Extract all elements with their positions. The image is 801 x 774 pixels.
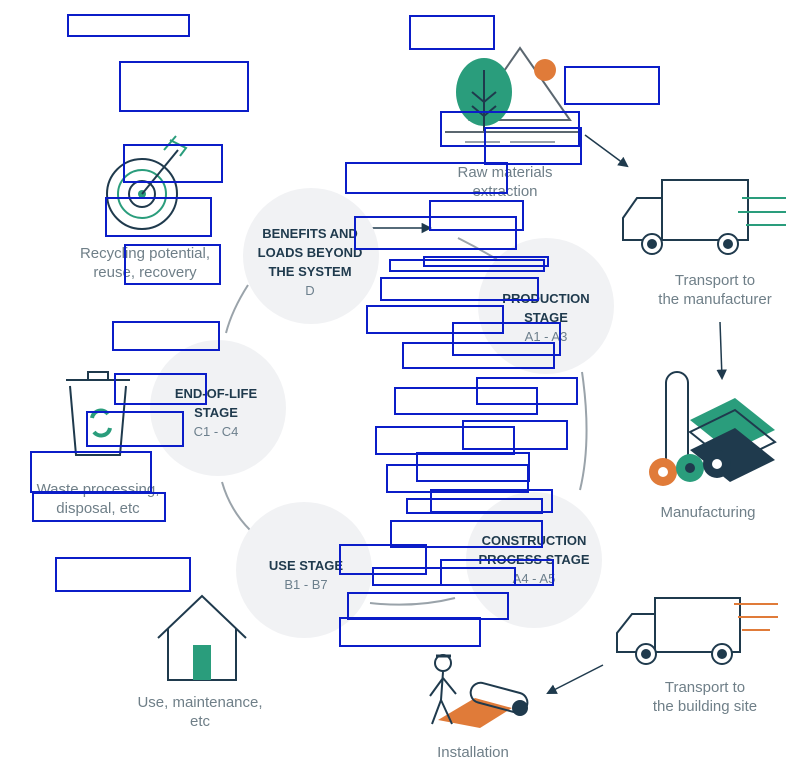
stage-label-end-of-life: END-OF-LIFE STAGE C1 - C4 — [146, 384, 286, 441]
annotation-box — [114, 373, 207, 405]
step-arrows — [546, 134, 727, 694]
house-icon — [157, 594, 247, 681]
stage-label-production: PRODUCTION STAGE A1 - A3 — [476, 289, 616, 346]
annotation-box — [105, 197, 212, 237]
stage-label-use: USE STAGE B1 - B7 — [236, 556, 376, 594]
annotation-box — [55, 557, 191, 592]
caption-raw-materials: Raw materials extraction — [457, 164, 553, 200]
manufacturing-icon — [649, 371, 777, 486]
caption-installation: Installation — [437, 744, 509, 761]
annotation-box — [124, 244, 221, 285]
annotation-box — [394, 387, 538, 415]
annotation-box — [452, 322, 561, 356]
truck-icon-building-site — [616, 597, 778, 665]
arrow-raw-to-transport — [584, 134, 629, 168]
stage-code-benefits: D — [305, 283, 315, 298]
annotation-box — [354, 216, 517, 250]
arrow-transport-to-manufacturing — [716, 321, 727, 381]
annotation-box — [389, 259, 545, 272]
annotation-box — [347, 592, 509, 620]
annotation-box — [416, 452, 530, 482]
annotation-box — [339, 617, 481, 647]
annotation-box — [67, 14, 190, 37]
truck-icon-manufacturer — [622, 179, 786, 255]
annotation-box — [564, 66, 660, 105]
annotation-box — [406, 498, 543, 514]
annotation-box — [86, 411, 184, 447]
annotation-box — [429, 200, 524, 231]
stage-code-construction: A4 - A5 — [512, 571, 556, 586]
annotation-box — [366, 305, 504, 334]
annotation-box — [402, 342, 555, 369]
caption-manufacturing: Manufacturing — [660, 504, 756, 521]
stage-circle-benefits — [243, 188, 379, 324]
annotation-box — [32, 492, 166, 522]
stage-label-benefits: BENEFITS AND LOADS BEYOND THE SYSTEM D — [240, 224, 380, 300]
arrow-transport-to-installation — [546, 664, 604, 694]
annotation-box — [390, 520, 543, 548]
caption-use-maintenance: Use, maintenance, etc — [137, 694, 263, 730]
caption-recycling: Recycling potential, reuse, recovery — [79, 245, 211, 281]
stage-code-use: B1 - B7 — [284, 577, 328, 592]
annotation-box — [476, 377, 578, 405]
annotation-box — [345, 162, 508, 194]
annotation-box — [484, 127, 582, 165]
installation-icon — [429, 654, 529, 728]
caption-transport-site: Transport to the building site — [652, 679, 758, 715]
annotation-box — [339, 544, 427, 575]
annotation-box — [462, 420, 568, 450]
stage-circle-use — [236, 502, 372, 638]
stage-code-end-of-life: C1 - C4 — [193, 424, 239, 439]
annotation-box — [380, 277, 539, 301]
annotation-box — [409, 15, 495, 50]
annotation-box — [112, 321, 220, 351]
annotation-box — [119, 61, 249, 112]
annotation-box — [440, 111, 580, 147]
caption-transport-manufacturer: Transport to the manufacturer — [658, 272, 772, 308]
annotation-box — [423, 256, 549, 267]
raw-materials-icon — [445, 46, 580, 143]
annotation-box — [372, 567, 516, 586]
annotation-box — [375, 426, 515, 455]
stage-circle-end-of-life — [150, 340, 286, 476]
stage-code-production: A1 - A3 — [524, 329, 568, 344]
annotation-box — [30, 451, 152, 493]
annotation-box — [123, 144, 223, 183]
annotation-box — [386, 464, 529, 493]
